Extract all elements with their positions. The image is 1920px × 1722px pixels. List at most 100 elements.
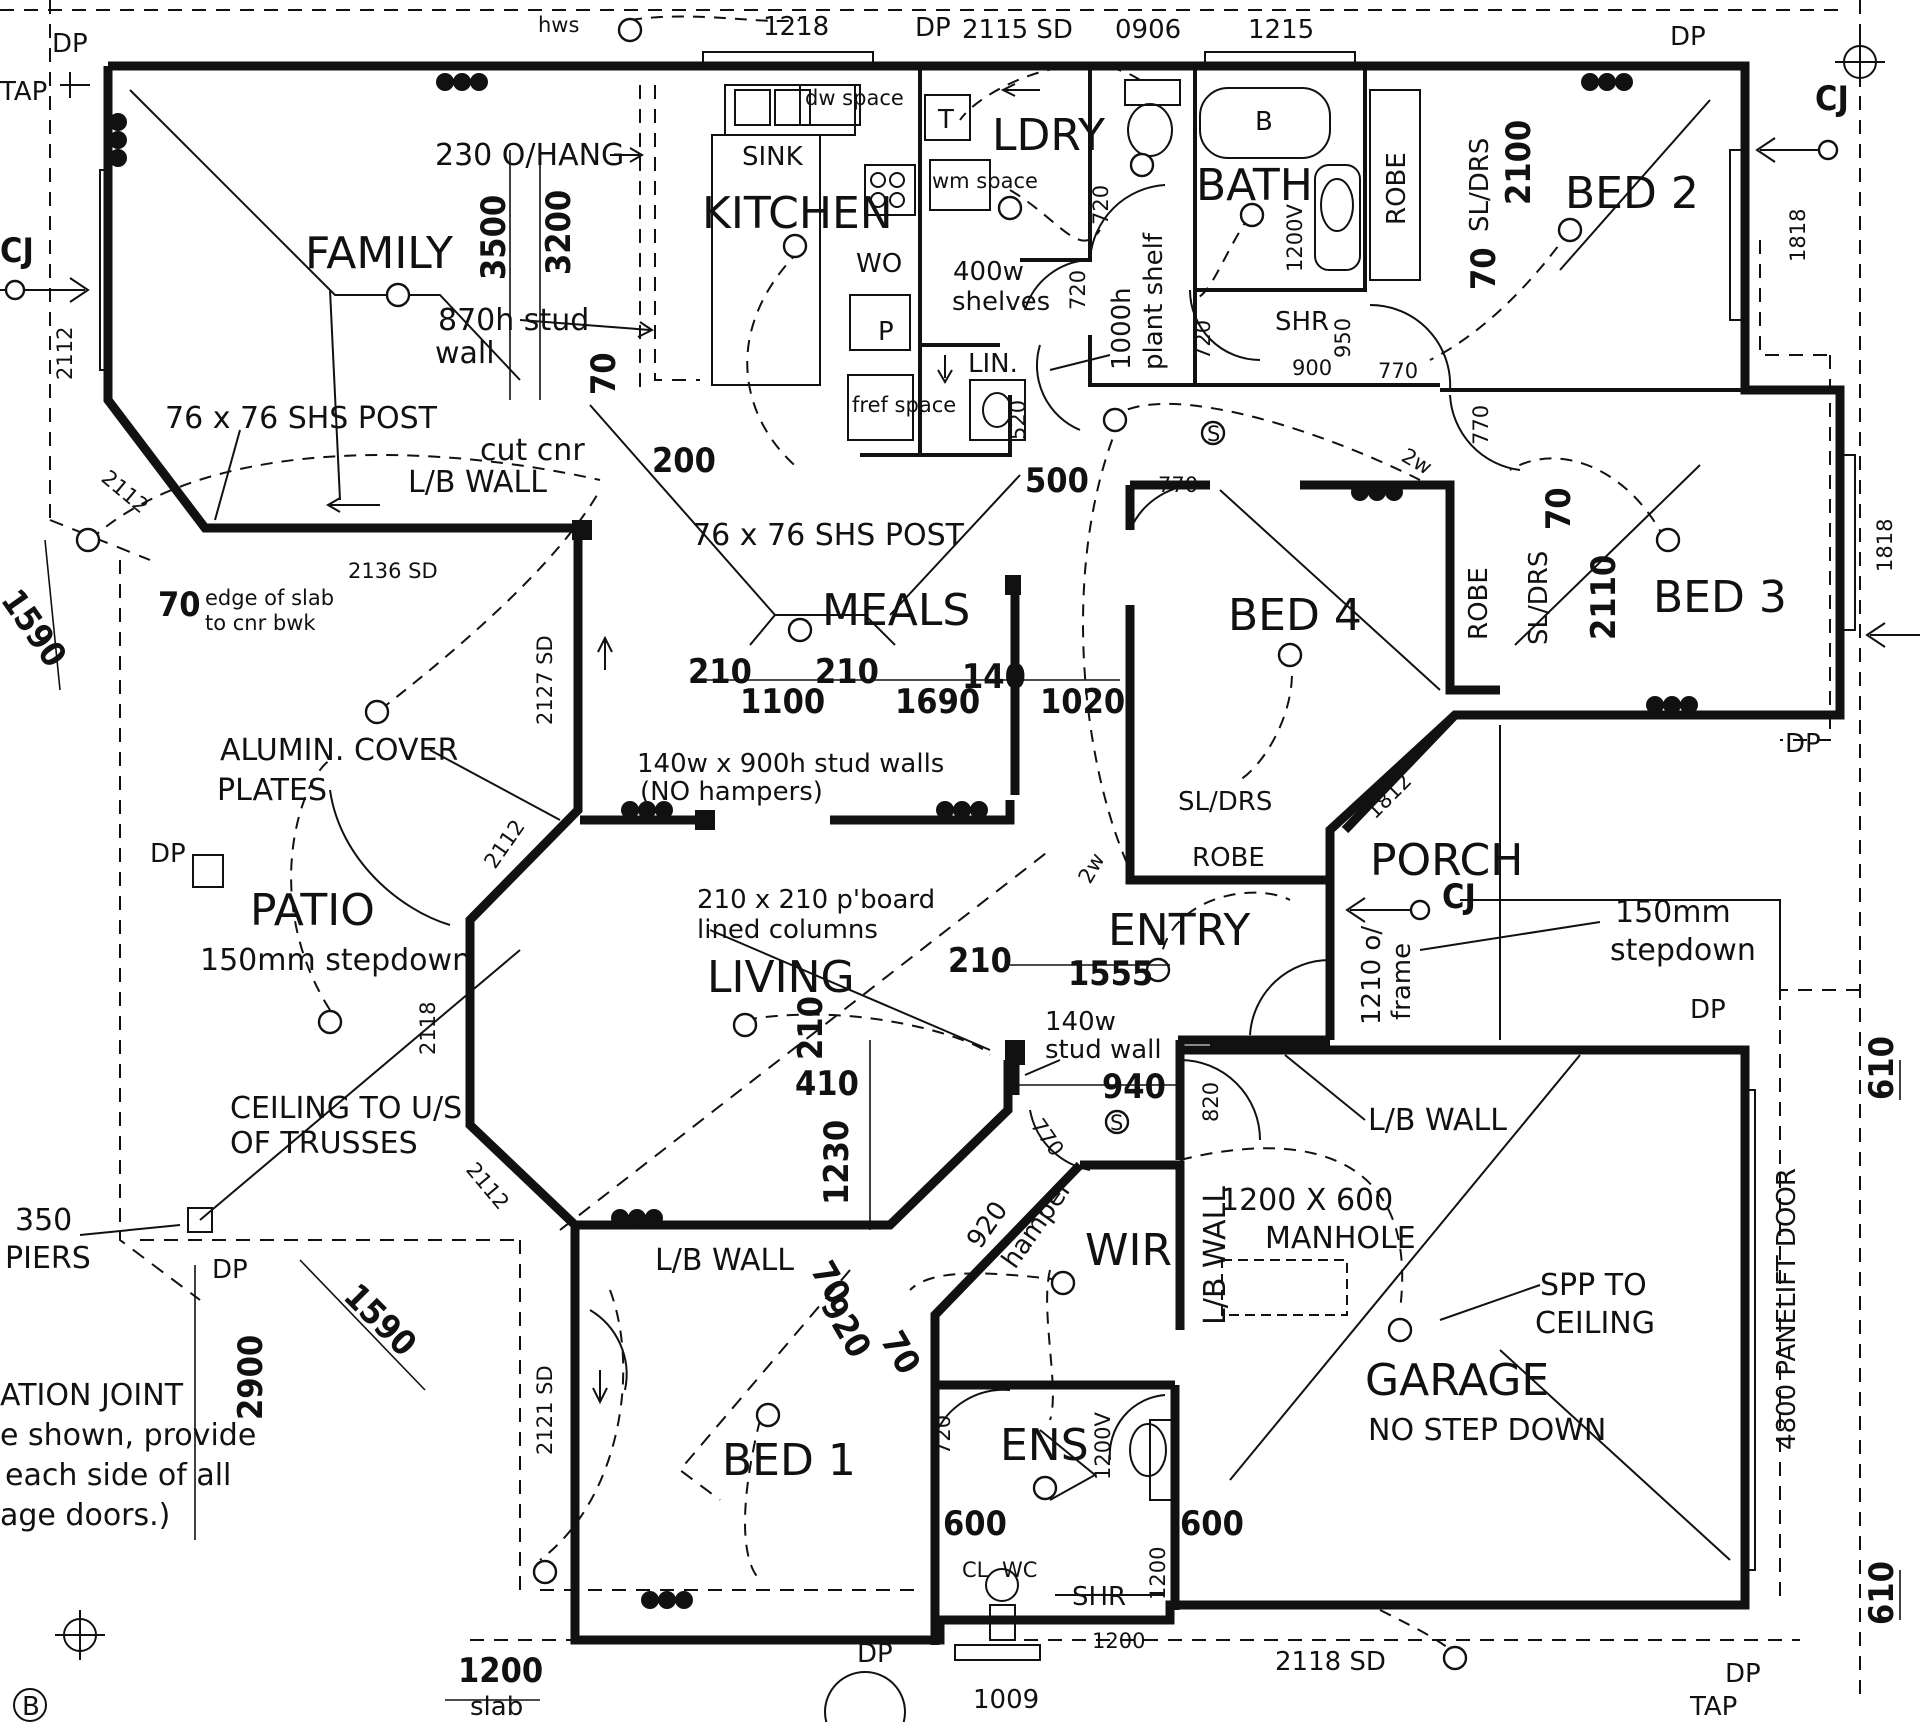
cj-label-3: CJ	[1442, 877, 1476, 917]
dp-label-2: DP	[915, 13, 951, 43]
room-bath: BATH	[1196, 160, 1313, 211]
note-shs-post-1: 76 x 76 SHS POST	[165, 401, 438, 436]
dp-label-9: DP	[1725, 1659, 1761, 1689]
dim-1218: 1218	[763, 12, 829, 42]
note-stud-wall-140: 140w	[1045, 1007, 1116, 1037]
dim-1020: 1020	[1040, 682, 1125, 722]
note-stud-walls-140: 140w x 900h stud walls	[637, 749, 944, 779]
dim-720-c: 720	[1191, 320, 1215, 360]
dim-1230: 1230	[817, 1120, 857, 1205]
shr-ens-label: SHR	[1072, 1582, 1126, 1612]
note-spp: SPP TO	[1540, 1268, 1647, 1303]
dim-2100: 2100	[1499, 120, 1539, 205]
note-spp2: CEILING	[1535, 1306, 1655, 1341]
dim-600-a: 600	[943, 1504, 1007, 1544]
note-edge-slab: edge of slab	[205, 586, 334, 610]
dp-label-7: DP	[1690, 995, 1726, 1025]
light-fittings	[75, 17, 1681, 1671]
dp-label-8: DP	[857, 1639, 893, 1669]
dim-0906: 0906	[1115, 15, 1181, 45]
dim-3200: 3200	[539, 190, 579, 275]
room-patio: PATIO	[250, 885, 375, 936]
dim-900: 900	[1292, 356, 1332, 380]
note-slab: slab	[470, 1692, 523, 1722]
dp-label-5: DP	[150, 839, 186, 869]
dimension-lines	[44, 150, 1901, 1701]
note-shelves2: shelves	[952, 287, 1050, 317]
dim-720-a: 720	[1089, 185, 1113, 225]
note-o-frame: 1210 o/	[1357, 926, 1387, 1025]
dim-770-a: 770	[1378, 359, 1418, 383]
note-2w-2: 2w	[1074, 849, 1110, 887]
dim-70-c: 70	[1464, 247, 1504, 290]
note-1200v-ens: 1200V	[1091, 1412, 1115, 1480]
dim-3500: 3500	[474, 195, 514, 280]
dp-label-1: DP	[52, 29, 88, 59]
dim-1200-b: 1200	[1092, 1629, 1145, 1653]
pantry-label: P	[878, 317, 894, 347]
dim-950: 950	[1331, 318, 1355, 358]
room-entry: ENTRY	[1108, 905, 1250, 956]
dim-2136: 2136 SD	[348, 559, 438, 583]
sl-drs-bed4-label: SL/DRS	[1178, 787, 1272, 817]
room-ens: ENS	[1000, 1420, 1089, 1471]
vertical-fixture-labels: ROBE SL/DRS ROBE SL/DRS	[1382, 138, 1554, 645]
dim-720-b: 720	[1066, 270, 1090, 310]
note-stud-870b: wall	[435, 336, 495, 371]
note-plantshelf: 1000h	[1107, 287, 1137, 370]
posts	[187, 520, 1348, 1316]
room-laundry: LDRY	[992, 110, 1105, 161]
wall-blobs	[109, 73, 1698, 1609]
note-ceiling2: OF TRUSSES	[230, 1126, 418, 1161]
dim-210-a: 210	[688, 652, 752, 692]
room-kitchen: KITCHEN	[702, 188, 893, 239]
dim-2900: 2900	[231, 1335, 271, 1420]
b-marker-label: B	[22, 1692, 40, 1722]
ceiling-lines	[129, 89, 1781, 1561]
robe-bed4-label: ROBE	[1192, 843, 1265, 873]
note-alumin2: PLATES	[217, 773, 327, 808]
windows	[99, 51, 1856, 1661]
cj-label-2: CJ	[1815, 79, 1849, 119]
dim-600-b: 600	[1180, 1504, 1244, 1544]
room-family: FAMILY	[305, 228, 453, 279]
dw-space-label: dw space	[805, 86, 904, 110]
notes: 230 O/HANG 870h stud wall 76 x 76 SHS PO…	[0, 138, 1802, 1722]
note-lb-wall-1: L/B WALL	[408, 465, 547, 500]
dim-770-c: 770	[1469, 405, 1493, 445]
hws-label: hws	[538, 13, 579, 37]
dim-2118: 2118	[416, 1002, 440, 1055]
robe-bed2-label: ROBE	[1382, 152, 1412, 225]
note-joint1: ATION JOINT	[0, 1378, 184, 1413]
dim-610-b: 610	[1862, 1561, 1902, 1625]
note-no-step: NO STEP DOWN	[1368, 1413, 1606, 1448]
sl-drs-bed2-label: SL/DRS	[1465, 138, 1495, 232]
dim-1555: 1555	[1068, 954, 1153, 994]
note-o-hang: 230 O/HANG	[435, 138, 624, 173]
note-porch-step2: stepdown	[1610, 933, 1756, 968]
note-joint4: age doors.)	[0, 1498, 170, 1533]
dim-140: 140	[962, 657, 1026, 697]
note-manhole: 1200 X 600	[1220, 1183, 1393, 1218]
dim-1590-a: 1590	[0, 582, 74, 675]
dim-70-a: 70	[584, 352, 624, 395]
sl-drs-bed3-label: SL/DRS	[1524, 551, 1554, 645]
dim-2118-sd: 2118 SD	[1275, 1647, 1386, 1677]
note-stud-wall-140b: stud wall	[1045, 1035, 1162, 1065]
dim-210-b: 210	[815, 652, 879, 692]
note-2w-1: 2w	[1398, 444, 1436, 480]
room-bed3: BED 3	[1653, 572, 1787, 623]
dim-2127: 2127 SD	[533, 635, 557, 725]
wc-label: WC	[1002, 1558, 1037, 1582]
note-patio-step: 150mm stepdown	[200, 943, 471, 978]
kitchen-fixtures	[639, 51, 991, 441]
sink-label: SINK	[742, 142, 804, 172]
dim-2121: 2121 SD	[533, 1365, 557, 1455]
dim-2112-d: 2112	[461, 1158, 514, 1214]
robe-bed3-label: ROBE	[1464, 567, 1494, 640]
dim-70-d: 70	[1539, 487, 1579, 530]
dim-410: 410	[795, 1064, 859, 1104]
dim-610-a: 610	[1862, 1036, 1902, 1100]
dim-1690: 1690	[895, 682, 980, 722]
dim-1590-b: 1590	[336, 1276, 424, 1364]
